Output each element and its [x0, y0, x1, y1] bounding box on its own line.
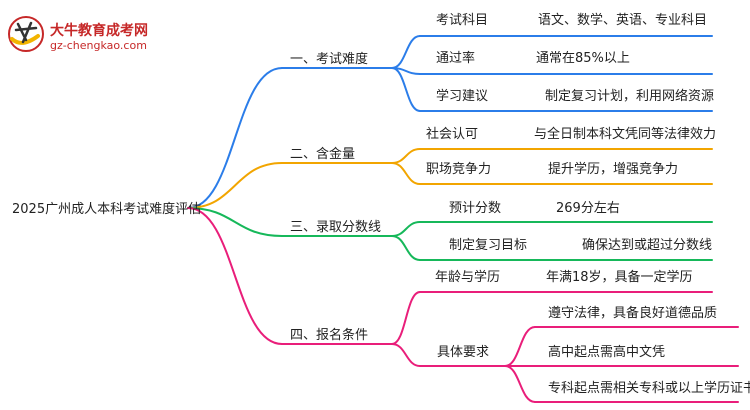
detail-subjects: 语文、数学、英语、专业科目 [538, 13, 708, 28]
detail-pass-rate: 通常在85%以上 [536, 51, 630, 66]
requirement-item: 专科起点需相关专科或以上学历证书 [548, 381, 750, 396]
detail-study-advice: 制定复习计划，利用网络资源 [545, 89, 715, 104]
child-connector [391, 35, 421, 69]
branch-connector [187, 67, 283, 209]
logo-title: 大牛教育成考网 [50, 23, 148, 39]
node-social-recognition: 社会认可 [426, 127, 479, 142]
requirement-item: 遵守法律，具备良好道德品质 [548, 306, 718, 321]
branch-difficulty: 一、考试难度 [290, 52, 369, 67]
requirement-item: 高中起点需高中文凭 [548, 345, 666, 360]
child-connector [391, 235, 421, 261]
node-pass-rate: 通过率 [436, 51, 476, 66]
node-competitiveness: 职场竞争力 [426, 162, 492, 177]
node-specific-requirements: 具体要求 [437, 345, 490, 360]
logo-icon [8, 16, 44, 52]
detail-age-education: 年满18岁，具备一定学历 [546, 270, 693, 285]
detail-social-recognition: 与全日制本科文凭同等法律效力 [534, 127, 717, 142]
branch-connector [187, 162, 283, 209]
child-connector [391, 67, 421, 112]
node-age-education: 年龄与学历 [435, 270, 501, 285]
logo: 大牛教育成考网 gz-chengkao.com [6, 12, 176, 56]
child-connector [391, 148, 421, 164]
child-connector [391, 291, 421, 345]
child-connector [391, 221, 421, 237]
child-connector [391, 162, 421, 185]
detail-review-goal: 确保达到或超过分数线 [582, 238, 713, 253]
requirement-connector [504, 365, 536, 403]
branch-connector [187, 207, 283, 237]
branch-connector [187, 207, 283, 345]
node-subjects: 考试科目 [436, 13, 489, 28]
node-review-goal: 制定复习目标 [449, 238, 528, 253]
branch-value: 二、含金量 [290, 147, 356, 162]
root-topic: 2025广州成人本科考试难度评估 [12, 202, 202, 217]
logo-url: gz-chengkao.com [50, 39, 147, 52]
detail-competitiveness: 提升学历，增强竞争力 [548, 162, 679, 177]
node-study-advice: 学习建议 [436, 89, 489, 104]
child-connector [391, 343, 421, 367]
detail-expected-score: 269分左右 [556, 201, 620, 216]
branch-admission-score: 三、录取分数线 [290, 220, 382, 235]
requirement-connector [504, 326, 536, 367]
branch-registration: 四、报名条件 [290, 328, 369, 343]
node-expected-score: 预计分数 [449, 201, 502, 216]
